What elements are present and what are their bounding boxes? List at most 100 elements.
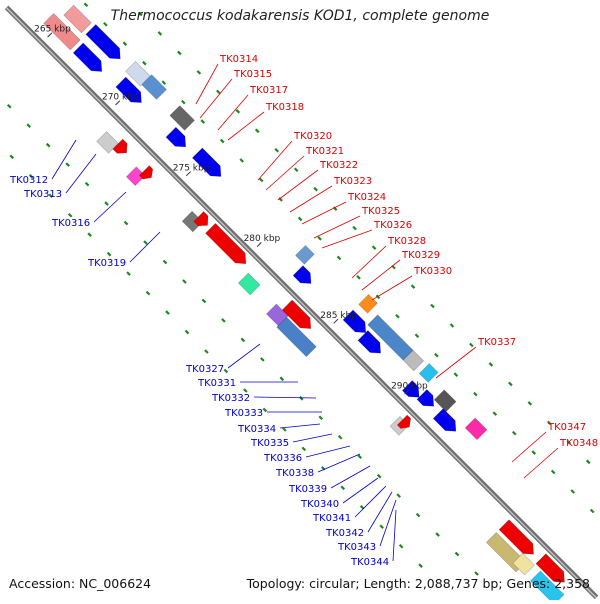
gc-mark <box>379 524 384 530</box>
forward-gene <box>358 294 378 314</box>
reverse-gene <box>96 131 119 154</box>
leader-line <box>65 153 97 194</box>
gene-label-reverse: TK0330 <box>413 266 452 277</box>
gc-mark <box>9 154 15 160</box>
tick-label: 285 kbp <box>320 311 357 321</box>
gc-mark <box>204 349 209 354</box>
gc-skew-track <box>6 2 595 576</box>
gene-label-forward: TK0319 <box>87 258 126 269</box>
gene-label-reverse: TK0329 <box>401 250 440 261</box>
forward-gene <box>191 147 222 177</box>
gene-label-forward: TK0333 <box>224 408 263 419</box>
gc-mark <box>196 70 202 75</box>
gc-mark <box>45 142 51 148</box>
reverse-gene <box>276 316 317 358</box>
gc-mark <box>352 225 357 231</box>
reverse-gene <box>193 211 209 227</box>
gc-mark <box>318 415 324 421</box>
gene-label-forward: TK0338 <box>275 468 314 479</box>
gc-mark <box>410 284 416 289</box>
leader-line <box>317 453 361 473</box>
gc-mark <box>87 232 92 237</box>
gc-mark <box>181 99 186 105</box>
leader-line <box>351 245 387 279</box>
tick-label: 270 kbp <box>102 93 139 103</box>
gc-mark <box>299 396 304 401</box>
leader-line <box>371 275 413 301</box>
leader-line <box>367 491 393 533</box>
leader-line <box>392 509 397 562</box>
forward-gene <box>418 363 439 383</box>
gc-mark <box>527 401 533 406</box>
reverse-gene <box>205 222 247 265</box>
forward-gene <box>416 389 435 407</box>
gc-mark <box>145 290 151 296</box>
forward-gene <box>432 408 457 432</box>
gene-labels: TK0312TK0313TK0316TK0319TK0327TK0331TK03… <box>9 54 598 568</box>
gene-label-reverse: TK0348 <box>559 438 598 449</box>
gc-mark <box>282 427 287 432</box>
forward-gene <box>342 309 367 333</box>
gc-mark <box>274 147 280 153</box>
reverse-gene <box>237 272 261 296</box>
leader-line <box>354 485 387 518</box>
gc-mark <box>26 123 31 128</box>
leader-line <box>277 169 319 201</box>
reverse-gene <box>535 553 565 583</box>
reverse-gene <box>138 165 154 180</box>
gc-mark <box>143 240 148 245</box>
gc-mark <box>357 454 362 459</box>
gc-mark <box>585 459 591 465</box>
forward-gene <box>72 42 103 72</box>
tick-mark <box>333 318 339 324</box>
gc-mark <box>473 391 478 397</box>
gc-mark <box>106 251 112 257</box>
gene-label-reverse: TK0320 <box>293 131 332 142</box>
genome-backbone <box>4 5 599 600</box>
gene-label-reverse: TK0337 <box>477 337 516 348</box>
gc-mark <box>67 212 73 218</box>
gc-mark <box>492 411 498 416</box>
gc-mark <box>356 275 361 280</box>
gc-mark <box>221 318 226 323</box>
gc-mark <box>122 41 128 46</box>
gc-mark <box>184 329 190 335</box>
gc-mark <box>223 368 229 374</box>
gc-mark <box>200 119 206 124</box>
forward-gene <box>464 417 488 441</box>
gc-mark <box>260 357 265 362</box>
gc-mark <box>340 485 346 491</box>
gc-mark <box>434 352 439 358</box>
reverse-gene <box>396 414 412 429</box>
tick-mark <box>115 100 121 106</box>
leader-line <box>292 433 333 443</box>
reverse-gene <box>498 519 534 555</box>
gene-label-reverse: TK0326 <box>373 220 412 231</box>
gc-mark <box>435 532 440 537</box>
gc-mark <box>508 381 513 387</box>
gc-mark <box>216 89 221 95</box>
gc-mark <box>162 259 168 265</box>
gc-mark <box>83 2 89 8</box>
gc-mark <box>454 551 460 557</box>
gc-mark <box>219 138 225 144</box>
leader-line <box>435 346 477 379</box>
gc-mark <box>336 255 342 261</box>
tick-mark <box>47 32 53 38</box>
gc-mark <box>547 420 552 426</box>
forward-gene <box>85 24 121 60</box>
gene-label-forward: TK0340 <box>300 499 339 510</box>
gc-mark <box>337 434 343 440</box>
gc-mark <box>293 167 299 173</box>
leader-line <box>289 185 333 213</box>
leader-line <box>305 445 351 458</box>
leader-line <box>313 215 361 239</box>
gc-mark <box>262 407 268 413</box>
forward-gene <box>165 126 187 148</box>
gene-label-reverse: TK0315 <box>233 69 272 80</box>
gc-mark <box>177 50 182 56</box>
reverse-gene <box>530 570 565 604</box>
gc-mark <box>6 103 12 109</box>
gc-mark <box>103 21 108 27</box>
